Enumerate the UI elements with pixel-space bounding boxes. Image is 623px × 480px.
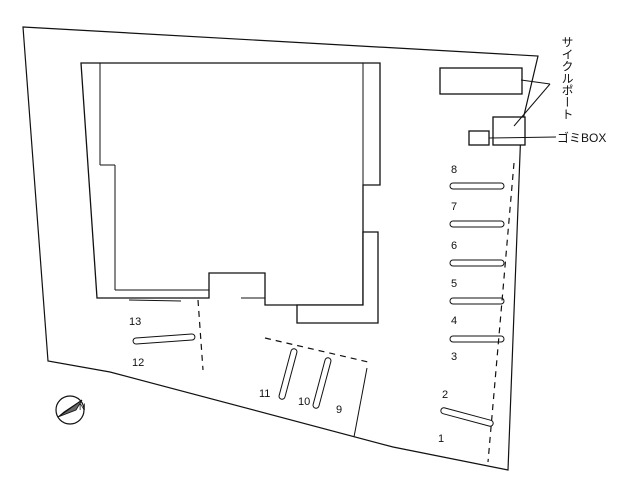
parking-number: 10: [298, 396, 310, 408]
compass-north-arrow-icon: N: [55, 395, 86, 425]
parking-number: 13: [129, 316, 141, 328]
parking-number: 3: [451, 351, 457, 363]
parking-number: 8: [451, 164, 457, 176]
parking-number: 12: [132, 357, 144, 369]
cycle-port-label: サイクルポート: [560, 36, 574, 120]
garbage-box: [468, 130, 490, 146]
svg-text:N: N: [79, 402, 86, 412]
lot-boundary: [22, 26, 539, 471]
cycle-port-shed-small: [492, 116, 526, 146]
cycle-port-leader-2: [513, 83, 551, 127]
garbage-box-leader: [488, 136, 557, 139]
parking-number: 5: [451, 278, 457, 290]
parking-stops-bottom: [278, 348, 332, 409]
parking-dash-left: [197, 299, 204, 371]
parking-number: 9: [336, 404, 342, 416]
parking-dash-bottom: [264, 337, 369, 363]
parking-stops-right: [440, 182, 505, 427]
parking-number: 11: [259, 388, 270, 400]
parking-number: 4: [451, 315, 457, 327]
parking-line-9-edge: [353, 367, 368, 438]
cycle-port-shed-top: [439, 67, 523, 95]
garbage-box-label: ゴミBOX: [557, 130, 606, 145]
parking-number: 7: [451, 201, 457, 213]
cycle-port-leader-1: [520, 79, 551, 85]
parking-number: 6: [451, 240, 457, 252]
parking-number: 2: [442, 389, 448, 401]
parking-number: 1: [438, 433, 444, 445]
main-building: [80, 62, 381, 324]
parking-stops-left: [128, 299, 196, 345]
